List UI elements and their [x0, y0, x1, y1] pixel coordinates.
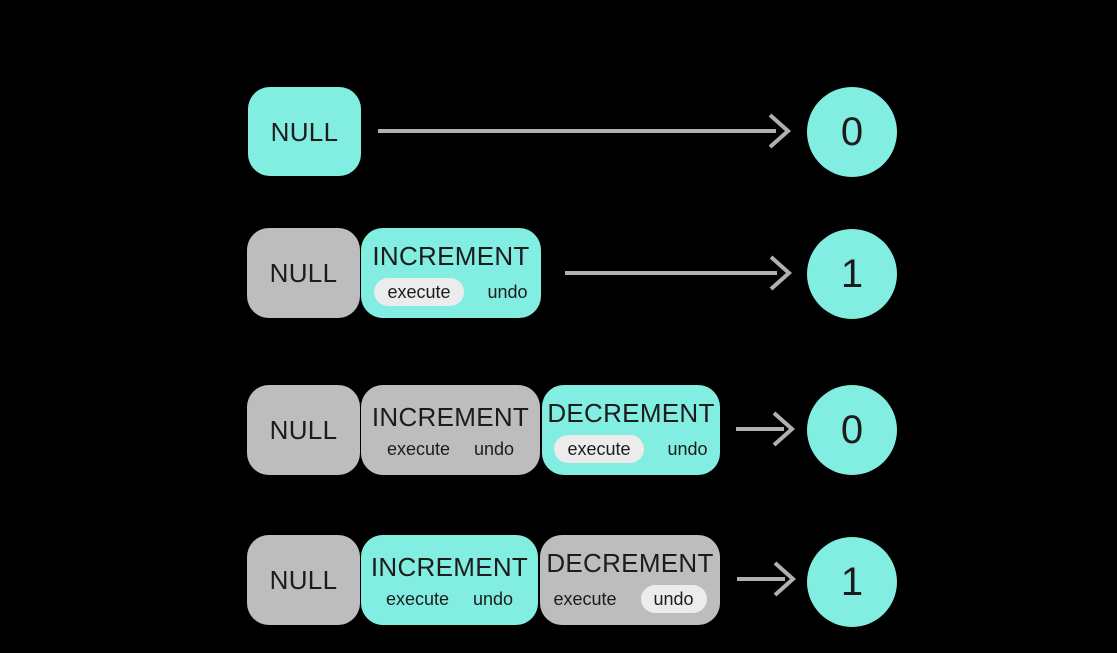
execute-action: execute — [554, 434, 644, 463]
execute-action: execute — [386, 438, 450, 459]
execute-action: execute — [385, 588, 449, 609]
command-label: DECREMENT — [547, 397, 715, 428]
command-box-decrement: DECREMENT execute undo — [540, 535, 720, 625]
command-label: INCREMENT — [372, 240, 530, 271]
command-label: NULL — [270, 116, 339, 147]
result-value: 0 — [840, 110, 864, 154]
result-circle: 1 — [807, 537, 897, 627]
arrow-icon — [736, 411, 796, 447]
command-actions: execute undo — [374, 277, 528, 306]
execute-action: execute — [374, 277, 464, 306]
result-value: 1 — [840, 560, 864, 604]
command-actions: execute undo — [387, 439, 514, 459]
result-value: 0 — [840, 408, 864, 452]
command-label: NULL — [269, 258, 338, 288]
undo-action: undo — [473, 588, 514, 609]
command-actions: execute undo — [554, 434, 708, 463]
command-box-null: NULL — [247, 535, 360, 625]
command-box-increment: INCREMENT execute undo — [361, 385, 540, 475]
command-box-increment: INCREMENT execute undo — [361, 535, 538, 625]
command-box-decrement: DECREMENT execute undo — [542, 385, 720, 475]
command-box-null: NULL — [247, 228, 360, 318]
undo-action: undo — [667, 438, 708, 459]
command-actions: execute undo — [553, 584, 707, 613]
command-label: DECREMENT — [546, 547, 714, 578]
execute-action: execute — [553, 588, 617, 609]
command-box-null: NULL — [247, 385, 360, 475]
undo-action: undo — [487, 281, 528, 302]
command-label: INCREMENT — [370, 551, 529, 582]
command-box-null: NULL — [248, 87, 361, 176]
undo-action: undo — [640, 584, 707, 613]
command-label: NULL — [269, 565, 338, 595]
undo-action: undo — [474, 438, 515, 459]
arrow-icon — [737, 561, 797, 597]
result-value: 1 — [840, 252, 864, 296]
result-circle: 0 — [807, 385, 897, 475]
arrow-icon — [565, 255, 793, 291]
command-box-increment: INCREMENT execute undo — [361, 228, 541, 318]
result-circle: 1 — [807, 229, 897, 319]
arrow-icon — [378, 113, 792, 149]
command-actions: execute undo — [386, 589, 513, 609]
result-circle: 0 — [807, 87, 897, 177]
command-label: INCREMENT — [371, 401, 530, 432]
command-label: NULL — [269, 415, 338, 445]
